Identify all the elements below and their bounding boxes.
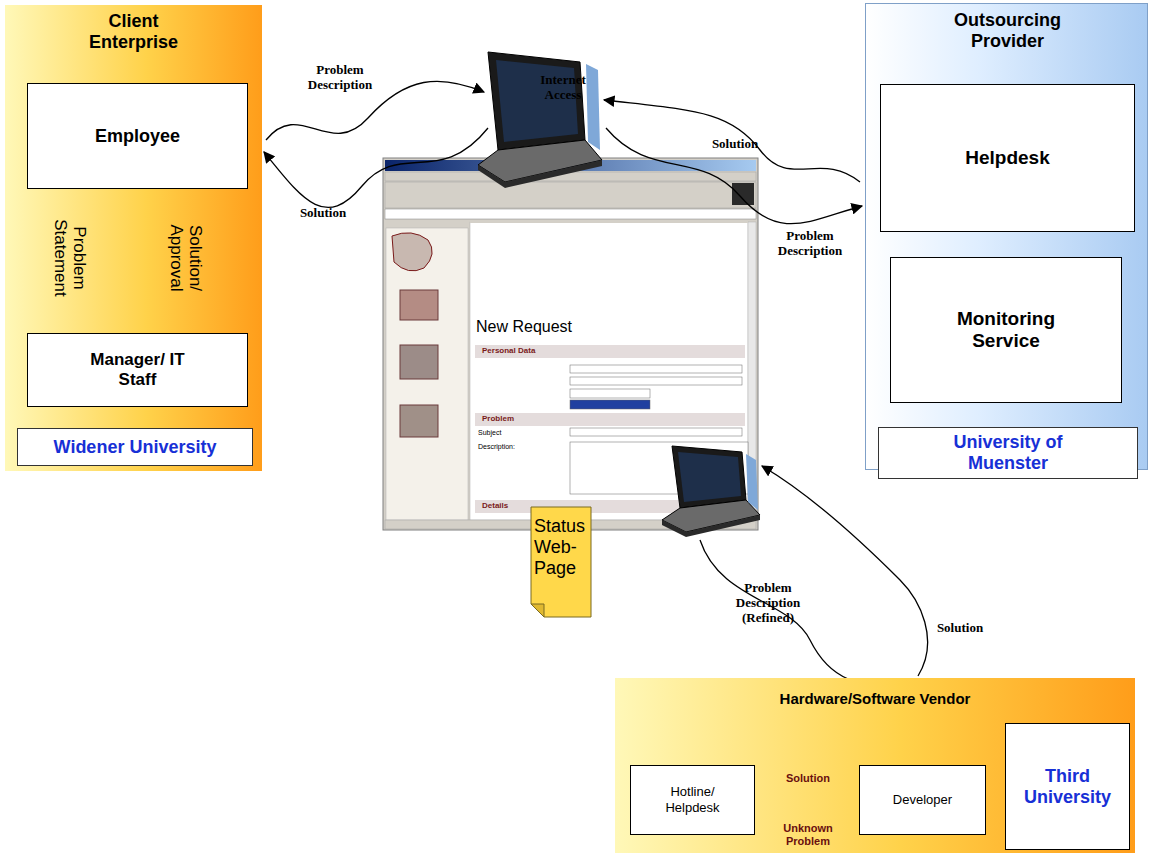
- vendor-panel: Hardware/Software VendorHotline/ Helpdes…: [615, 678, 1135, 853]
- drawing-path: [672, 446, 746, 508]
- note-outline: [531, 507, 591, 617]
- flow-label: Internet Access: [528, 72, 598, 102]
- edge-label: Unknown Problem: [773, 822, 843, 848]
- role-box: Manager/ IT Staff: [27, 333, 248, 407]
- provider-panel: Outsourcing ProviderHelpdeskMonitoring S…: [865, 3, 1148, 470]
- edge-label: Solution/ Approval: [166, 211, 204, 306]
- status-note: Status Web-Page: [530, 506, 592, 618]
- flow-label: Solution: [288, 205, 358, 220]
- drawing-path: [392, 233, 432, 271]
- node-label: Developer: [893, 792, 952, 808]
- service-box: Monitoring Service: [890, 257, 1122, 403]
- drawing-path: [266, 81, 484, 140]
- screen-section: Personal Data: [482, 346, 582, 356]
- flow-label: Problem Description: [300, 62, 380, 92]
- enterprise-panel: Client EnterpriseEmployeeManager/ IT Sta…: [5, 5, 262, 471]
- university-name: Third University: [1018, 766, 1118, 808]
- drawing-rect: [570, 365, 742, 373]
- flow-label: Problem Description (Refined): [728, 580, 808, 625]
- panel-heading: Hardware/Software Vendor: [615, 688, 1135, 709]
- flow-label: Solution: [925, 620, 995, 635]
- node-label: Helpdesk: [965, 147, 1049, 169]
- drawing-rect: [475, 413, 745, 426]
- screen-section: Problem: [482, 414, 562, 424]
- drawing-rect: [470, 222, 748, 520]
- drawing-path: [700, 540, 906, 685]
- drawing-rect: [570, 389, 650, 398]
- drawing-rect: [570, 377, 742, 385]
- drawing-path: [586, 64, 600, 150]
- laptop: [478, 52, 602, 188]
- network-link: [264, 81, 928, 684]
- university-name: Widener University: [54, 437, 217, 458]
- node-label: Status Web-Page: [534, 516, 588, 579]
- drawing-rect: [475, 345, 745, 358]
- drawing-rect: [385, 172, 756, 181]
- node-label: Hotline/ Helpdesk: [653, 784, 733, 816]
- node-label: Manager/ IT Staff: [78, 350, 198, 390]
- vendor-box: Hotline/ Helpdesk: [630, 765, 755, 835]
- drawing-path: [604, 100, 860, 182]
- drawing-rect: [383, 158, 758, 530]
- note-fold: [531, 604, 544, 617]
- drawing-rect: [470, 220, 748, 223]
- laptop: [662, 446, 760, 537]
- flow-label: Problem Description: [770, 228, 850, 258]
- vendor-box: Developer: [859, 765, 986, 835]
- drawing-rect: [570, 400, 650, 409]
- screen-heading: New Request: [476, 318, 596, 336]
- panel-heading: Outsourcing Provider: [933, 10, 1083, 52]
- drawing-path: [264, 128, 488, 207]
- drawing-rect: [732, 183, 754, 205]
- drawing-rect: [570, 428, 742, 436]
- role-box: Employee: [27, 83, 248, 189]
- edge-label: Solution: [763, 772, 853, 785]
- service-box: Helpdesk: [880, 84, 1135, 232]
- node-label: Employee: [95, 126, 180, 147]
- drawing-rect: [400, 405, 438, 437]
- screen-section: Details: [482, 501, 527, 511]
- drawing-rect: [385, 209, 756, 219]
- panel-heading: Client Enterprise: [69, 11, 199, 53]
- university-box: University of Muenster: [878, 427, 1138, 479]
- drawing-path: [762, 466, 928, 676]
- flow-label: Solution: [700, 136, 770, 151]
- drawing-rect: [385, 182, 756, 208]
- edge-label: Problem Statement: [51, 188, 89, 328]
- screen-field: Subject: [478, 428, 538, 437]
- drawing-path: [606, 128, 862, 224]
- screenshot: [383, 158, 758, 530]
- drawing-path: [746, 454, 758, 510]
- drawing-path: [662, 515, 760, 537]
- university-name: University of Muenster: [938, 432, 1078, 474]
- drawing-rect: [400, 290, 438, 320]
- university-box: Widener University: [17, 428, 253, 466]
- drawing-rect: [386, 228, 468, 520]
- drawing-path: [678, 452, 741, 502]
- node-label: Monitoring Service: [946, 308, 1066, 352]
- drawing-path: [478, 160, 602, 188]
- screen-field: Description:: [478, 442, 548, 451]
- drawing-rect: [400, 345, 438, 379]
- university-box: Third University: [1005, 723, 1130, 850]
